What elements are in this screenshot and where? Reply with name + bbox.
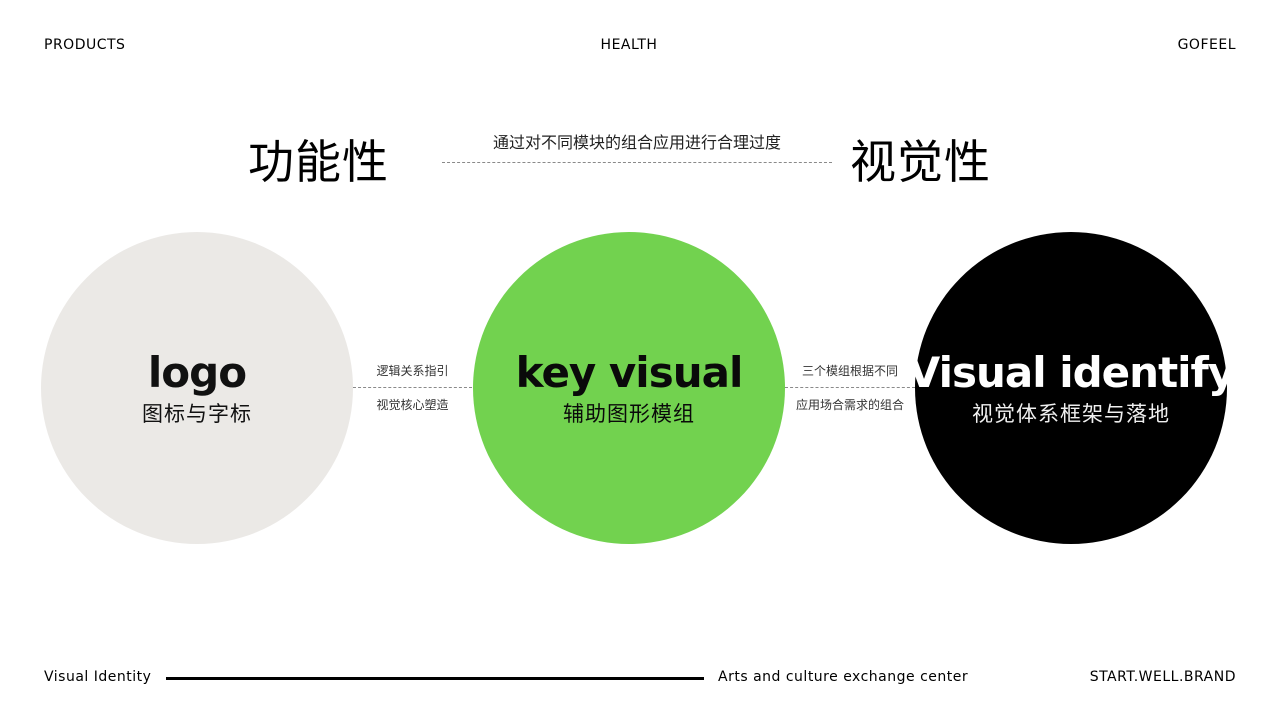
footer-visual-identity: Visual Identity — [44, 669, 152, 685]
header-brand: GOFEEL — [1177, 37, 1236, 53]
header-health: HEALTH — [600, 37, 658, 53]
caption-dashed-line — [442, 162, 832, 163]
title-functionality: 功能性 — [248, 135, 389, 189]
connector-2-dashed-line — [785, 387, 915, 388]
circle-visual-identify-title: Visual identify — [907, 348, 1235, 397]
connector-1-top-label: 逻辑关系指引 — [376, 364, 449, 378]
circle-visual-identify: Visual identify 视觉体系框架与落地 — [908, 232, 1235, 544]
circle-key-visual: key visual 辅助图形模组 — [473, 232, 785, 544]
title-caption: 通过对不同模块的组合应用进行合理过度 — [492, 133, 781, 152]
connector-1-bottom-label: 视觉核心塑造 — [376, 398, 449, 412]
connector-2-bottom-label: 应用场合需求的组合 — [795, 398, 904, 412]
title-visuality: 视觉性 — [850, 135, 991, 189]
footer-divider-bar — [166, 677, 704, 680]
circle-logo-title: logo — [147, 348, 247, 397]
connector-1-dashed-line — [353, 387, 472, 388]
circle-key-visual-title: key visual — [515, 348, 744, 397]
circle-visual-identify-subtitle: 视觉体系框架与落地 — [972, 402, 1170, 426]
circle-logo-subtitle: 图标与字标 — [142, 402, 252, 426]
header-products: PRODUCTS — [44, 37, 126, 53]
footer-brand-slogan: START.WELL.BRAND — [1089, 669, 1236, 685]
footer-center-text: Arts and culture exchange center — [718, 669, 969, 685]
circle-logo: logo 图标与字标 — [41, 232, 353, 544]
connector-2-top-label: 三个模组根据不同 — [801, 364, 898, 378]
circle-key-visual-subtitle: 辅助图形模组 — [563, 402, 695, 426]
